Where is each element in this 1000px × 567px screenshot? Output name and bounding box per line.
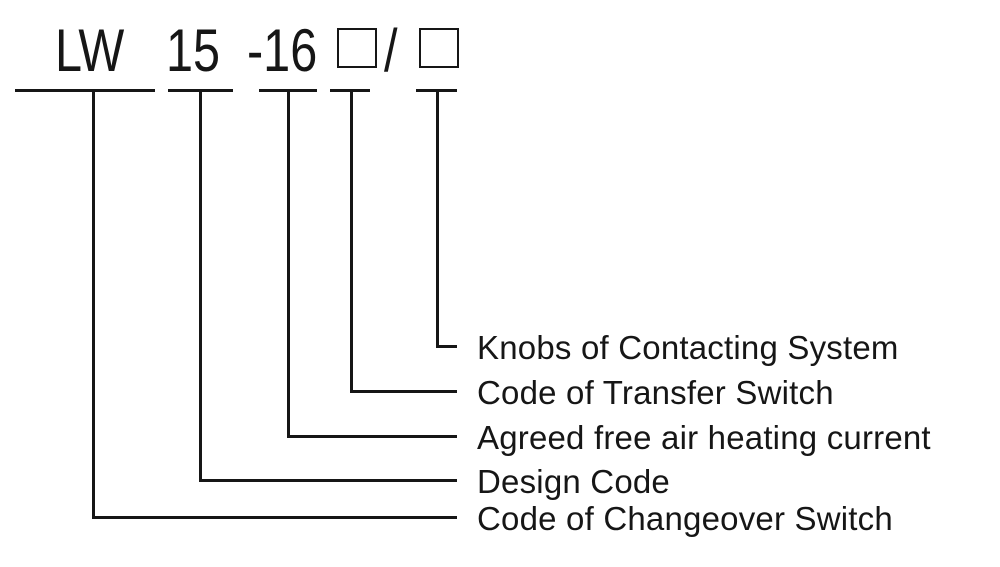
callout-line-heating-current — [287, 90, 457, 438]
label-design-code: Design Code — [477, 463, 670, 500]
callout-line-design-code — [199, 90, 457, 482]
label-knobs-of-contacting-system: Knobs of Contacting System — [477, 329, 899, 366]
callout-line-contacting-system — [436, 90, 457, 348]
label-agreed-free-air-heating-current: Agreed free air heating current — [477, 419, 931, 456]
code-series-prefix: LW — [55, 17, 125, 84]
code-slash-separator: / — [384, 17, 398, 84]
label-code-of-transfer-switch: Code of Transfer Switch — [477, 374, 834, 411]
label-code-of-changeover-switch: Code of Changeover Switch — [477, 500, 893, 537]
placeholder-box-icon — [419, 28, 459, 68]
callout-line-transfer-switch — [350, 90, 457, 393]
code-rated-current: -16 — [247, 17, 318, 84]
callout-line-changeover-switch — [92, 90, 457, 519]
underline-series-prefix — [15, 89, 155, 92]
placeholder-box-icon — [337, 28, 377, 68]
code-design-number: 15 — [166, 17, 221, 84]
